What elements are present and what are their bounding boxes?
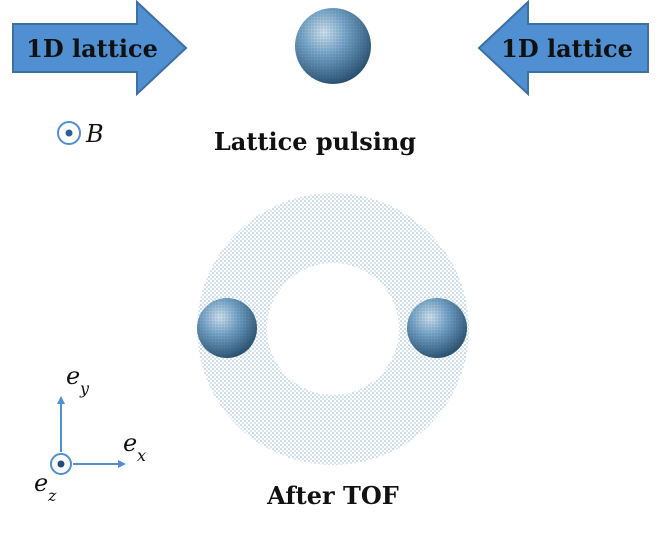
out-of-plane-icon [57,121,81,145]
svg-text:e: e [123,429,137,457]
right-arrow-label: 1D lattice [501,34,633,63]
right-arrow-shape [477,0,649,97]
coordinate-axes: e y e x e z [34,362,146,505]
tof-ring [197,193,470,466]
svg-text:z: z [47,486,57,505]
left-arrow-label: 1D lattice [26,34,158,63]
x-axis-label: e x [123,429,146,465]
svg-text:y: y [79,379,90,398]
atom-cloud-right [407,298,467,358]
atom-cloud-left [197,298,257,358]
z-axis-label: e z [34,469,57,505]
right-lattice-arrow: 1D lattice [477,0,649,97]
y-axis-label: e y [66,362,90,398]
caption-lattice-pulsing: Lattice pulsing [214,127,416,156]
field-label: B [85,120,104,148]
svg-text:e: e [34,469,48,497]
z-axis-icon [50,453,72,475]
atom-cloud-top [295,8,371,84]
caption-after-tof: After TOF [266,481,399,510]
magnetic-field-indicator: B [57,120,104,148]
svg-text:e: e [66,362,80,390]
left-arrow-shape [12,0,188,97]
left-lattice-arrow: 1D lattice [12,0,188,97]
svg-text:x: x [137,446,146,465]
